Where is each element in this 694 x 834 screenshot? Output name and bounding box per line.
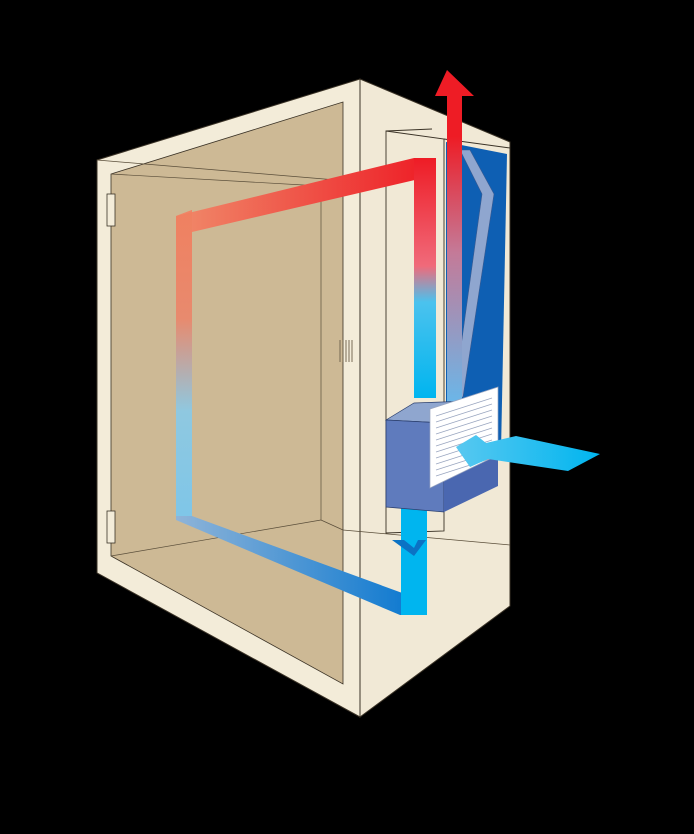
airflow-bottom-leg <box>176 516 416 615</box>
cooling-unit-outline <box>385 130 445 534</box>
airflow-down-leg <box>414 158 436 398</box>
intake-arrow <box>456 435 600 471</box>
exhaust-arrow <box>435 70 474 402</box>
internal-airflow <box>176 158 436 615</box>
hinge-bottom <box>106 510 116 544</box>
airflow-top-leg <box>176 158 432 232</box>
return-arrow-head <box>392 540 426 556</box>
return-arrow <box>401 508 427 615</box>
door-glass-panel <box>110 101 344 685</box>
heat-exchanger <box>384 386 499 513</box>
hinge-top <box>106 193 116 227</box>
arrow-up-icon <box>435 70 474 402</box>
airflow-left-leg <box>176 210 192 520</box>
door-handle <box>339 340 353 362</box>
arrow-left-icon <box>456 435 600 471</box>
cabinet <box>96 78 511 718</box>
